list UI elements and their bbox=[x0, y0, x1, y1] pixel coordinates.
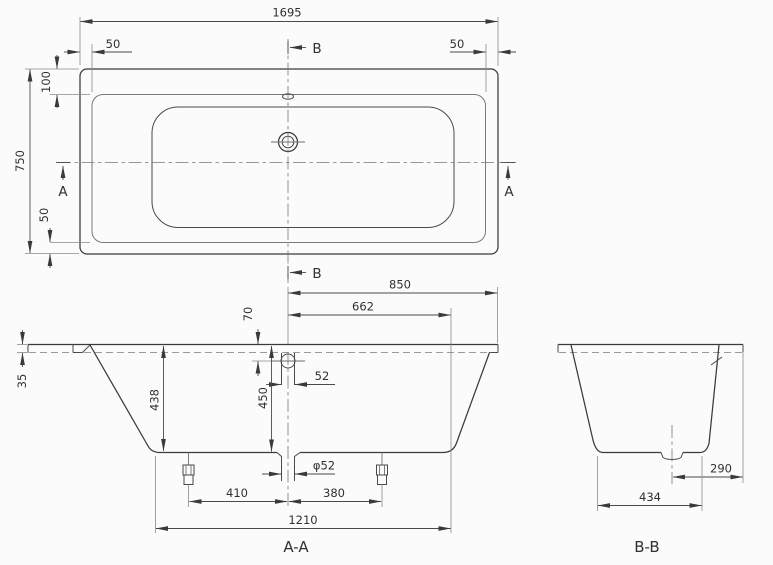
section-a-marker-left: A bbox=[58, 184, 68, 200]
section-bb-label: B-B bbox=[634, 538, 659, 556]
section-markers: A A B B bbox=[56, 41, 515, 282]
section-b-marker-bottom: B bbox=[312, 266, 321, 282]
dim-rim-top: 100 bbox=[39, 71, 53, 93]
section-a-marker-right: A bbox=[504, 184, 514, 200]
adjustable-foot-left bbox=[182, 452, 195, 507]
drain-funnel-left bbox=[276, 452, 282, 481]
section-bb-geometry bbox=[557, 343, 744, 484]
dim-rim-bottom: 50 bbox=[37, 208, 51, 223]
dim-overflow-width: 52 bbox=[315, 369, 330, 383]
dim-foot-right: 380 bbox=[323, 486, 345, 500]
dim-bottom-length: 1210 bbox=[288, 513, 317, 527]
tub-outer-outline bbox=[79, 68, 499, 255]
section-aa-dimensions: 850 662 70 52 450 438 bbox=[15, 278, 498, 533]
tub-inner-rim-outline bbox=[91, 94, 486, 243]
plan-geometry bbox=[58, 39, 516, 283]
bb-profile-left bbox=[570, 344, 661, 454]
section-bb-dimensions: 290 434 bbox=[597, 353, 744, 511]
tub-profile-right bbox=[300, 352, 491, 454]
dim-rim-edge-height: 35 bbox=[15, 374, 29, 389]
section-bb-view: 290 434 B-B bbox=[557, 343, 744, 556]
dim-overall-length: 1695 bbox=[272, 6, 301, 20]
wall-reference-tick bbox=[710, 356, 723, 366]
section-b-marker-top: B bbox=[312, 41, 321, 57]
dim-depth: 450 bbox=[256, 387, 270, 409]
bb-profile-right bbox=[683, 344, 720, 454]
section-aa-geometry bbox=[27, 287, 499, 507]
dim-drain-diameter: φ52 bbox=[313, 459, 335, 473]
dim-overall-width: 750 bbox=[13, 150, 27, 172]
plan-view: 1695 50 50 100 750 bbox=[13, 6, 516, 283]
dim-rim-offset-left: 50 bbox=[106, 37, 121, 51]
dim-inner-depth: 438 bbox=[148, 389, 162, 411]
adjustable-foot-right bbox=[376, 452, 388, 507]
dim-drain-to-end: 850 bbox=[389, 278, 411, 292]
section-aa-view: 850 662 70 52 450 438 bbox=[15, 278, 499, 556]
dim-drain-offset: 290 bbox=[710, 462, 732, 476]
dim-rim-to-overflow: 70 bbox=[241, 307, 255, 322]
section-aa-label: A-A bbox=[283, 538, 309, 556]
tub-bowl-outline bbox=[151, 106, 455, 228]
dim-rim-offset-right: 50 bbox=[450, 37, 465, 51]
tub-profile-left bbox=[89, 344, 277, 454]
plan-dimensions: 1695 50 50 100 750 bbox=[13, 6, 516, 268]
dim-bottom-to-end: 662 bbox=[352, 300, 374, 314]
drain-funnel-right bbox=[294, 452, 301, 481]
dim-foot-left: 410 bbox=[226, 486, 248, 500]
dim-bottom-width: 434 bbox=[639, 490, 661, 504]
